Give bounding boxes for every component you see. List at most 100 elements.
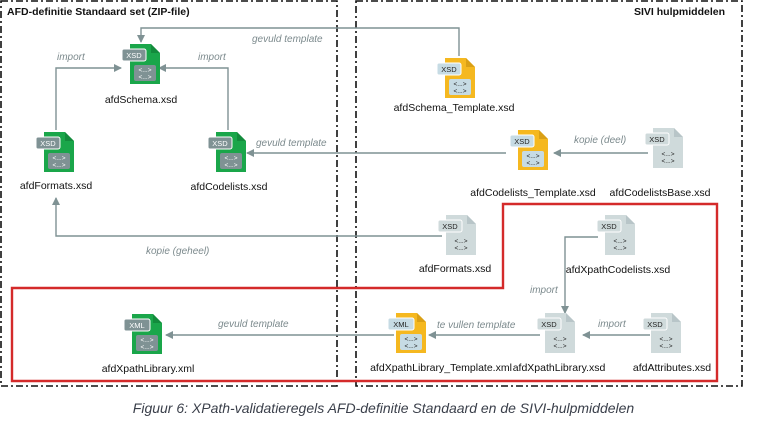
edge-label: import [530, 285, 559, 296]
file-type-tag [35, 136, 61, 150]
edge-label: gevuld template [218, 319, 289, 330]
edge-codelists-to-schema [158, 64, 229, 130]
file-code-box [134, 65, 156, 81]
file-code-glyph: <...> [140, 344, 153, 351]
file-code-box [400, 334, 422, 350]
files-layer: XSD<...><...>afdSchema.xsdXSD<...><...>a… [20, 44, 711, 375]
edge-label: kopie (geheel) [146, 246, 209, 257]
file-code-box [449, 79, 471, 95]
file-code-glyph: <...> [52, 155, 65, 162]
file-code-glyph: <...> [526, 153, 539, 160]
edge-formats-to-schema [55, 64, 122, 130]
file-type-tag [642, 317, 668, 331]
file-name-label: afdFormats.xsd [20, 180, 93, 192]
file-code-glyph: <...> [404, 336, 417, 343]
file-type-tag [536, 317, 562, 331]
file-type-label: XSD [514, 137, 530, 146]
edges-layer: gevuld template import import gevuld tem… [52, 27, 650, 339]
file-code-glyph: <...> [404, 343, 417, 350]
file-fold [674, 128, 683, 137]
file-code-glyph: <...> [140, 337, 153, 344]
file-code-box [48, 153, 70, 169]
file-code-glyph: <...> [138, 74, 151, 81]
edge-label: import [57, 52, 86, 63]
file-name-label: afdSchema.xsd [105, 94, 178, 106]
file-type-label: XSD [649, 135, 665, 144]
file-code-glyph: <...> [659, 336, 672, 343]
file-type-label: XSD [647, 320, 663, 329]
file-name-label: afdCodelists_Template.xsd [470, 187, 596, 199]
file-type-label: XML [129, 321, 144, 330]
file-afdxpathlibrary-xsd: XSD <...><...> afdXpathLibrary.xsd [513, 313, 606, 374]
file-afdcodelists-template: XSD <...><...> afdCodelists_Template.xsd [470, 130, 596, 199]
file-name-label: afdFormats.xsd [419, 263, 492, 275]
file-afdformats-right: XSD<...><...>afdFormats.xsd [419, 215, 492, 275]
file-fold [539, 130, 548, 139]
file-afdformats-left: XSD<...><...>afdFormats.xsd [20, 132, 93, 192]
file-code-glyph: <...> [553, 336, 566, 343]
file-code-glyph: <...> [526, 160, 539, 167]
file-type-tag [437, 219, 463, 233]
file-code-glyph: <...> [661, 158, 674, 165]
file-name-label: afdAttributes.xsd [633, 362, 711, 374]
file-fold [417, 313, 426, 322]
file-fold [153, 314, 162, 323]
file-code-glyph: <...> [661, 151, 674, 158]
file-code-glyph: <...> [613, 245, 626, 252]
file-afdschema: XSD <...><...> afdSchema.xsd [105, 44, 178, 106]
file-code-glyph: <...> [224, 155, 237, 162]
edge-xpathcodelists-to-library [561, 236, 598, 314]
figure-caption: Figuur 6: XPath-validatieregels AFD-defi… [132, 400, 635, 416]
file-afdcodelists: XSD <...><...> afdCodelists.xsd [190, 132, 268, 193]
file-afdschema-template: XSD<...><...>afdSchema_Template.xsd [394, 58, 515, 114]
file-code-glyph: <...> [613, 238, 626, 245]
section-left-title: AFD-definitie Standaard set (ZIP-file) [7, 6, 190, 18]
edge-label: import [598, 319, 627, 330]
file-type-label: XSD [541, 320, 557, 329]
section-left-box [0, 0, 338, 387]
edge-label: import [198, 52, 227, 63]
file-type-tag [207, 136, 233, 150]
file-afdxpathlibrary-xml: XML<...><...>afdXpathLibrary.xml [102, 314, 194, 375]
file-type-label: XSD [601, 222, 617, 231]
file-fold [566, 313, 575, 322]
file-fold [672, 313, 681, 322]
file-code-glyph: <...> [224, 162, 237, 169]
edge-label: gevuld template [256, 138, 327, 149]
file-name-label: afdXpathLibrary_Template.xml [370, 362, 512, 374]
file-fold [466, 58, 475, 67]
file-name-label: afdCodelists.xsd [190, 181, 267, 193]
file-code-glyph: <...> [453, 88, 466, 95]
file-fold [237, 132, 246, 141]
file-type-tag [644, 132, 670, 146]
file-name-label: afdXpathLibrary.xsd [513, 362, 606, 374]
edge-schema-template-to-schema [137, 27, 460, 56]
file-type-label: XML [393, 320, 408, 329]
file-code-glyph: <...> [138, 67, 151, 74]
file-name-label: afdCodelistsBase.xsd [610, 187, 711, 199]
file-code-glyph: <...> [453, 81, 466, 88]
file-type-tag [436, 62, 462, 76]
file-type-tag [121, 48, 147, 62]
file-type-tag [596, 219, 622, 233]
file-fold [65, 132, 74, 141]
file-type-label: XSD [442, 222, 458, 231]
file-name-label: afdXpathCodelists.xsd [566, 264, 671, 276]
highlight-region [10, 202, 719, 383]
file-afdattributes: XSD<...><...>afdAttributes.xsd [633, 313, 711, 374]
edge-formats-copy [52, 197, 442, 237]
file-afdxpathlibrary-template: XML <...><...> afdXpathLibrary_Template.xm… [370, 313, 512, 374]
file-code-glyph: <...> [454, 238, 467, 245]
file-type-tag [509, 134, 535, 148]
edge-label: gevuld template [252, 34, 323, 45]
file-code-glyph: <...> [553, 343, 566, 350]
file-type-label: XSD [212, 139, 228, 148]
file-fold [151, 44, 160, 53]
file-type-label: XSD [126, 51, 142, 60]
section-right-title: SIVI hulpmiddelen [634, 6, 725, 18]
file-code-box [136, 335, 158, 351]
file-type-tag [123, 318, 151, 332]
file-code-box [522, 151, 544, 167]
file-fold [626, 215, 635, 224]
file-type-tag [387, 317, 415, 331]
